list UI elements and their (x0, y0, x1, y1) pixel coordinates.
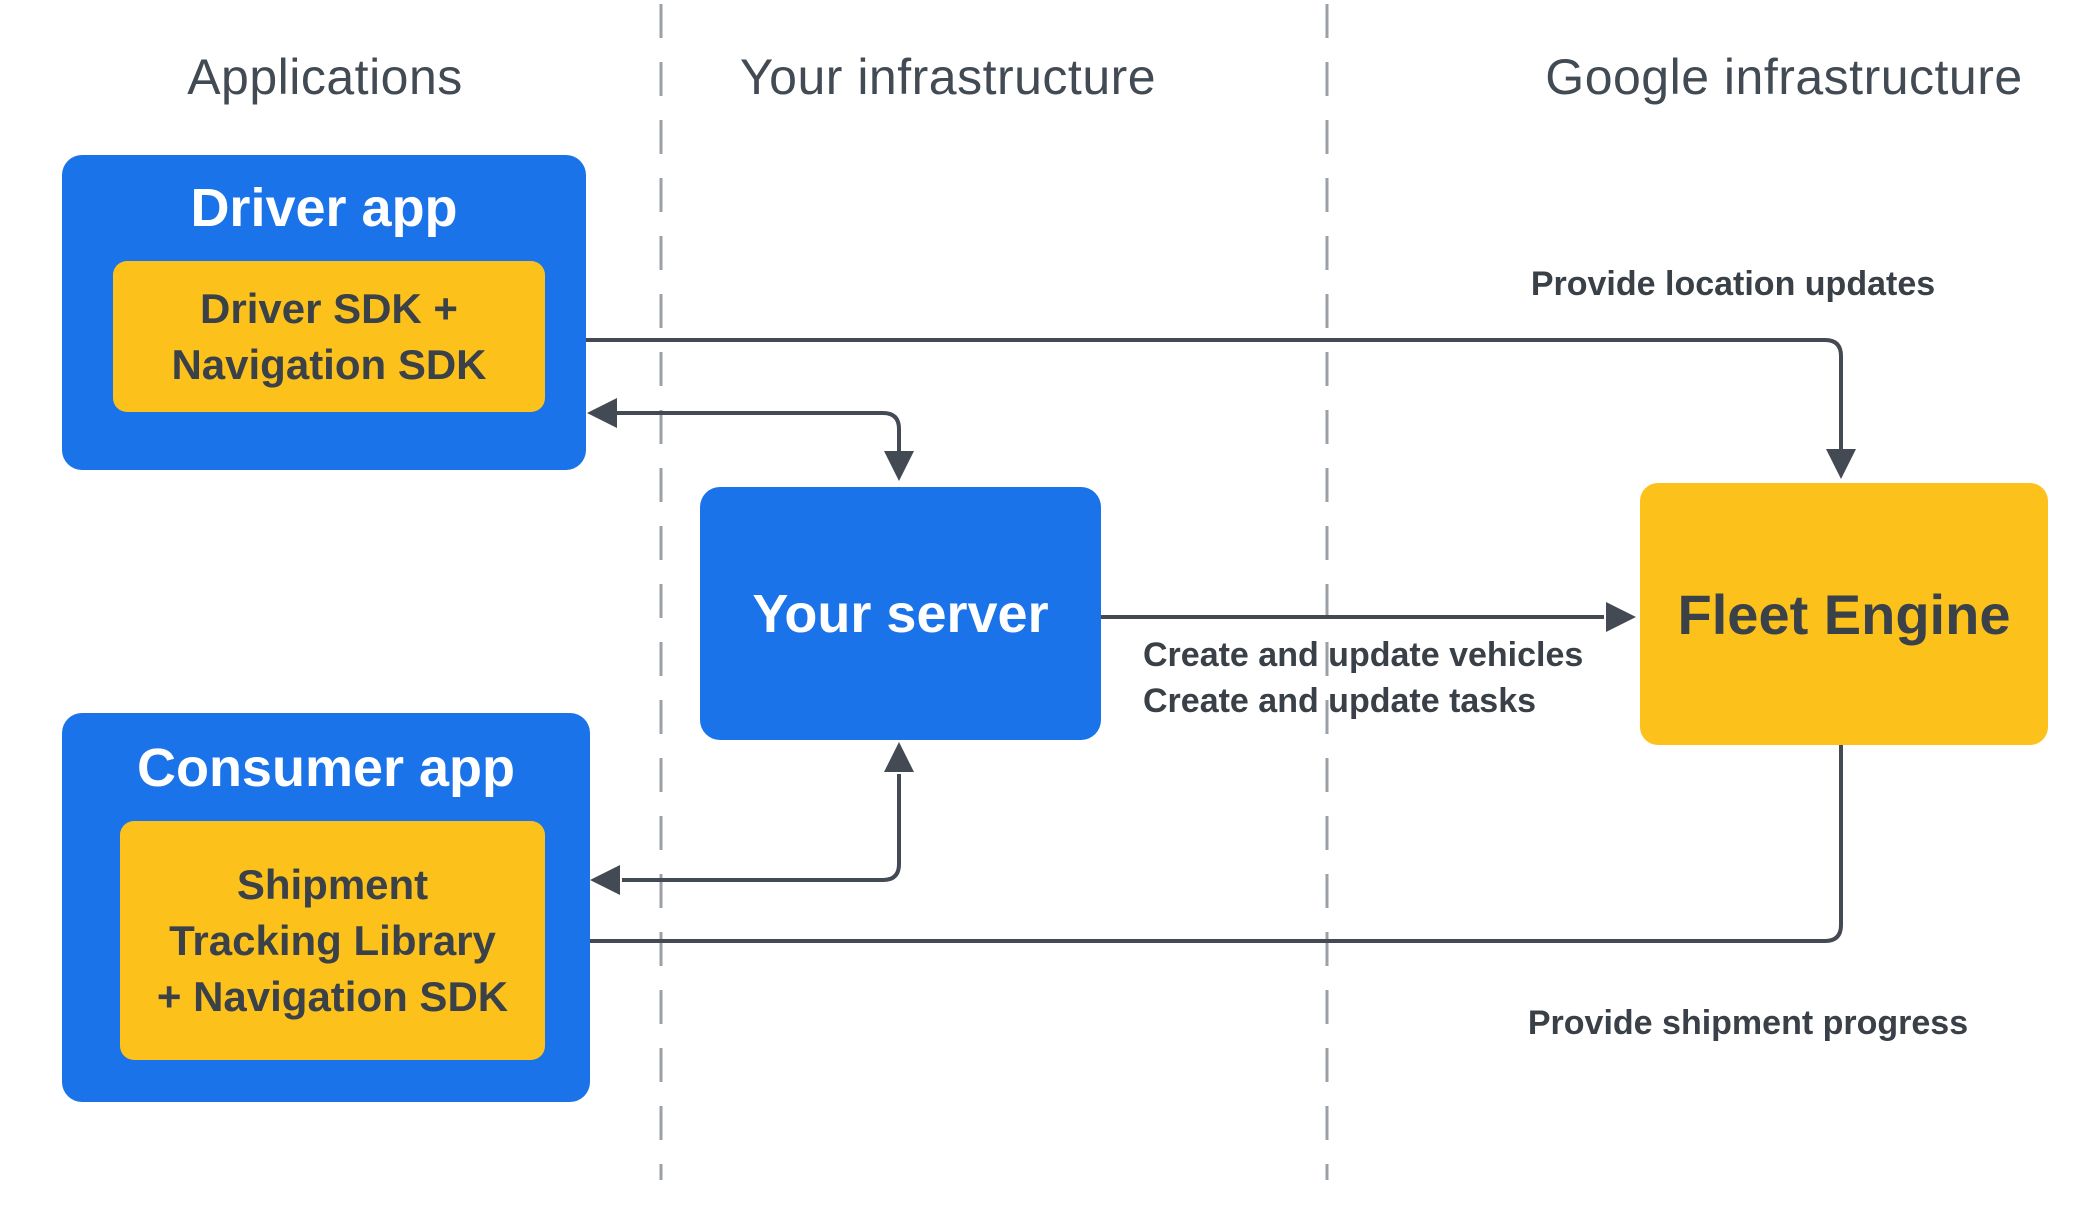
arrow-provide-location-updates (546, 325, 1856, 479)
shipment-library-line-3: + Navigation SDK (156, 972, 509, 1020)
label-create-update-tasks: Create and update tasks (1143, 682, 1537, 720)
fleet-engine-title: Fleet Engine (1677, 582, 2011, 646)
label-create-update: Create and update vehicles Create and up… (1143, 632, 1583, 724)
arrowhead-into-fleet-engine-left (1606, 602, 1636, 632)
column-header-your-infrastructure: Your infrastructure (739, 49, 1157, 105)
label-provide-location-updates: Provide location updates (1530, 265, 1936, 303)
shipment-library-line-1: Shipment (236, 860, 429, 908)
node-your-server: Your server (700, 487, 1101, 740)
arrowhead-into-driver-app (587, 398, 617, 428)
arrow-provide-shipment-progress (547, 745, 1843, 956)
driver-app-title: Driver app (190, 178, 458, 238)
driver-sdk-line-1: Driver SDK + (200, 284, 458, 332)
node-fleet-engine: Fleet Engine (1640, 483, 2048, 745)
arrow-driver-app-your-server (587, 398, 914, 481)
column-header-google-infrastructure: Google infrastructure (1545, 49, 2023, 105)
shipment-library-line-2: Tracking Library (169, 916, 496, 964)
arrow-your-server-consumer-app (590, 742, 914, 895)
label-create-update-vehicles: Create and update vehicles (1143, 636, 1584, 674)
arrowhead-into-consumer-app (590, 865, 620, 895)
node-driver-sdk: Driver SDK + Navigation SDK (113, 261, 545, 412)
consumer-app-title: Consumer app (136, 738, 516, 798)
arrowhead-into-your-server-bottom (884, 742, 914, 772)
label-provide-shipment-progress: Provide shipment progress (1527, 1004, 1969, 1042)
your-server-title: Your server (752, 583, 1049, 644)
driver-sdk-line-2: Navigation SDK (171, 340, 487, 388)
node-consumer-app: Consumer app Shipment Tracking Library +… (62, 713, 590, 1102)
arrowhead-into-fleet-engine-top (1826, 449, 1856, 479)
node-shipment-tracking-library: Shipment Tracking Library + Navigation S… (120, 821, 545, 1060)
arrowhead-into-your-server-top (884, 451, 914, 481)
column-header-applications: Applications (187, 49, 463, 105)
node-driver-app: Driver app Driver SDK + Navigation SDK (62, 155, 586, 470)
arrow-your-server-fleet-engine (1101, 602, 1636, 632)
